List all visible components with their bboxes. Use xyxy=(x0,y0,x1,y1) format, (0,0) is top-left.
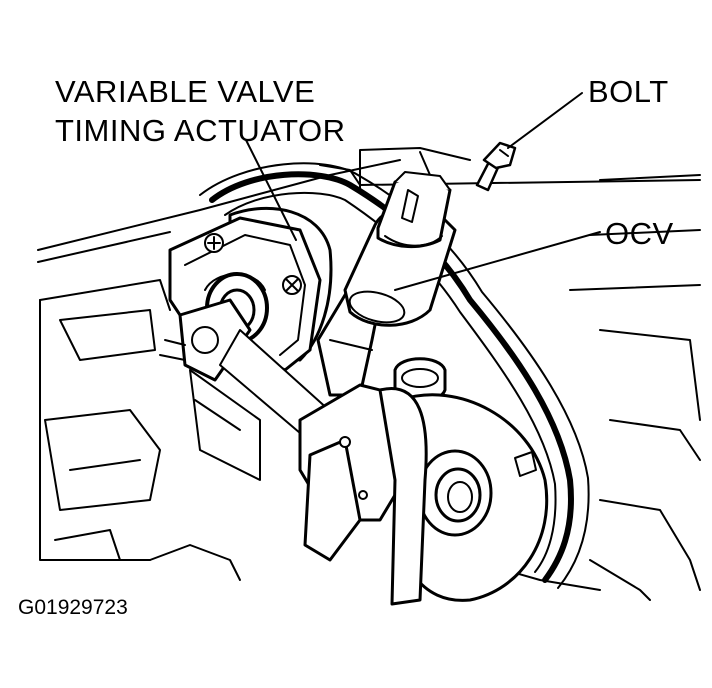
chain-guide xyxy=(378,387,428,606)
ocv-housing xyxy=(298,357,447,562)
ocv-label: OCV xyxy=(605,216,674,251)
ocv-leader xyxy=(394,231,601,291)
leader-lines xyxy=(245,92,601,291)
lower-sprocket xyxy=(396,393,549,602)
cam-bracket xyxy=(159,298,341,481)
figure-id: G01929723 xyxy=(18,596,128,619)
actuator-leader xyxy=(245,139,297,241)
engine-block-outline xyxy=(37,147,701,601)
actuator-label-line2: TIMING ACTUATOR xyxy=(55,113,346,148)
timing-chain xyxy=(199,162,590,589)
bolt-label: BOLT xyxy=(588,74,669,109)
bolt-leader xyxy=(507,92,583,149)
actuator-label-line1: VARIABLE VALVE xyxy=(55,74,316,109)
bolt-part xyxy=(475,141,517,192)
ocv-valve xyxy=(316,171,457,397)
